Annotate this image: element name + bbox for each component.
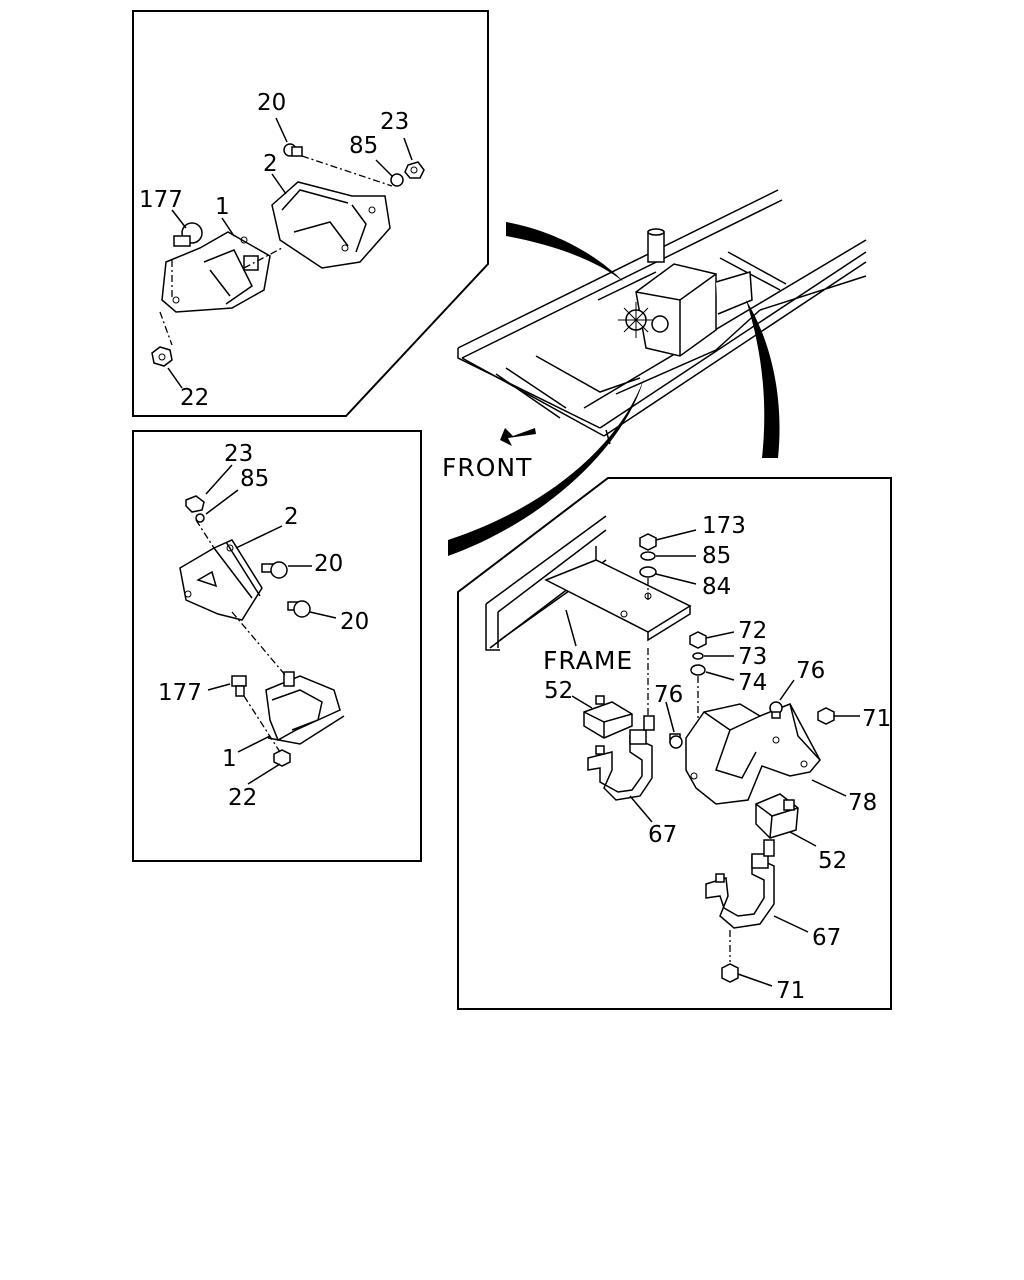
label-20: 20 — [340, 609, 369, 635]
label-177: 177 — [158, 680, 202, 706]
label-85: 85 — [240, 466, 269, 492]
label-85: 85 — [702, 543, 731, 569]
nut-part-23 — [404, 161, 425, 179]
mount-part-1 — [161, 231, 271, 313]
label-22: 22 — [228, 785, 257, 811]
label-2: 2 — [284, 504, 299, 530]
bolt-part-177 — [173, 222, 203, 247]
washer-part-74 — [690, 664, 706, 676]
bolt-part-20 — [283, 143, 303, 157]
label-177: 177 — [139, 187, 183, 213]
label-52: 52 — [818, 848, 847, 874]
label-20: 20 — [314, 551, 343, 577]
label-52: 52 — [544, 678, 573, 704]
label-67: 67 — [812, 925, 841, 951]
label-1: 1 — [215, 194, 230, 220]
mount-location-star — [618, 302, 654, 338]
label-20: 20 — [257, 90, 286, 116]
panel-bottom-right: FRAME — [457, 477, 892, 1010]
mount-part-1 — [265, 671, 345, 745]
bracket-part-67 — [587, 715, 655, 801]
washer-part-85 — [640, 551, 656, 561]
bracket-part-67 — [705, 839, 775, 929]
nut-part-22 — [273, 749, 291, 767]
callout-swoosh — [448, 378, 644, 556]
insulator-part-52 — [755, 793, 799, 839]
washer-part-84 — [639, 566, 657, 578]
bolt-part-20 — [287, 600, 311, 618]
label-74: 74 — [738, 670, 767, 696]
label-73: 73 — [738, 644, 767, 670]
bolt-part-76 — [769, 701, 783, 719]
callout-swoosh — [746, 300, 780, 458]
label-23: 23 — [224, 441, 253, 467]
label-85: 85 — [349, 133, 378, 159]
label-173: 173 — [702, 513, 746, 539]
bolt-part-177 — [231, 675, 247, 697]
label-71: 71 — [776, 978, 805, 1004]
panel-middle-left: 23 85 2 20 20 177 1 22 — [132, 430, 422, 862]
label-2: 2 — [263, 151, 278, 177]
bracket-part-2 — [271, 181, 391, 269]
label-78: 78 — [848, 790, 877, 816]
label-84: 84 — [702, 574, 731, 600]
insulator-part-52 — [583, 695, 633, 739]
label-22: 22 — [180, 385, 209, 411]
nut-part-72 — [689, 631, 707, 649]
frame-rail — [485, 515, 692, 651]
label-1: 1 — [222, 746, 237, 772]
panel-top-left: 20 85 23 2 177 1 22 — [132, 10, 489, 417]
washer-part-85 — [390, 173, 404, 187]
label-23: 23 — [380, 109, 409, 135]
nut-part-71 — [817, 707, 835, 725]
label-71: 71 — [862, 706, 891, 732]
bolt-part-76 — [669, 733, 683, 749]
crossmember-part-78 — [685, 703, 821, 805]
label-67: 67 — [648, 822, 677, 848]
bolt-part-20 — [261, 561, 288, 579]
bracket-part-2 — [179, 539, 263, 621]
front-arrow-icon — [500, 428, 536, 446]
nut-part-22 — [151, 346, 173, 367]
front-label: FRONT — [442, 453, 532, 482]
frame-label: FRAME — [543, 646, 633, 675]
washer-part-85 — [195, 513, 205, 523]
label-72: 72 — [738, 618, 767, 644]
callout-swoosh — [506, 222, 624, 282]
washer-part-73 — [692, 652, 704, 660]
vehicle-frame-overview: FRONT — [442, 189, 867, 556]
nut-part-71 — [721, 963, 739, 983]
label-76: 76 — [654, 682, 683, 708]
nut-part-173 — [639, 533, 657, 551]
label-76: 76 — [796, 658, 825, 684]
nut-part-23 — [185, 495, 205, 513]
